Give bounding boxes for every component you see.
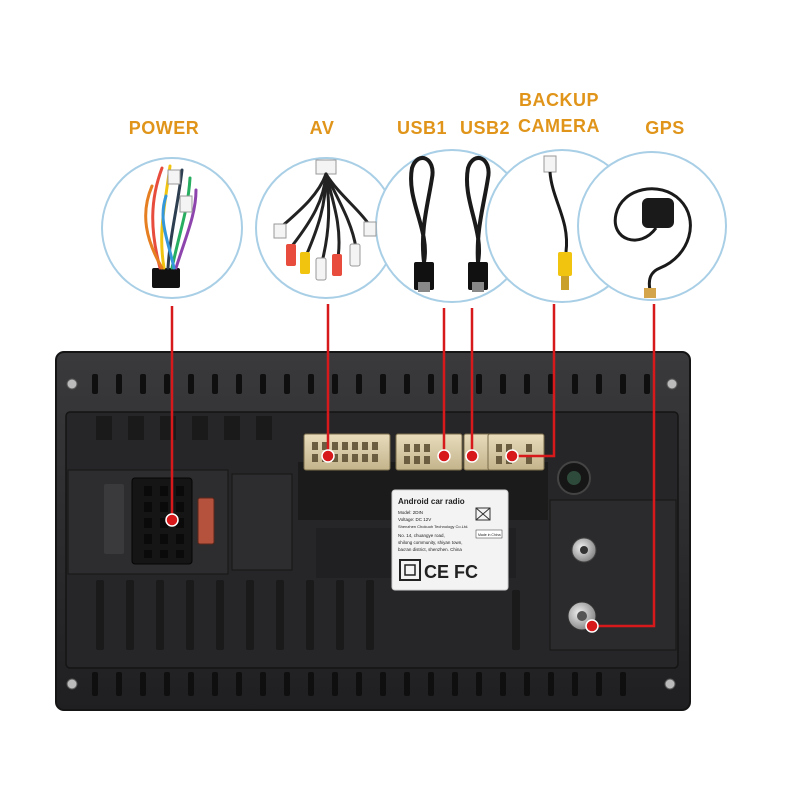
sticker-voltage: Voltage: DC 12V: [398, 517, 431, 522]
sticker-made-in: Made in China: [478, 533, 501, 537]
sticker-address-3: bao'an district, shenzhen. China: [398, 547, 462, 552]
backup-camera-label-line1: BACKUP: [518, 90, 599, 110]
sticker-title: Android car radio: [398, 497, 465, 506]
sticker-maker: Shenzhen Chokuoh Technology Co.Ltd.: [398, 524, 468, 529]
sticker-address-2: shilong community, shiyan town,: [398, 540, 462, 545]
gps-dot: [585, 619, 599, 633]
usb2-label: USB2: [459, 118, 510, 138]
head-unit-back-panel: Android car radio Model: 2DIN Voltage: D…: [55, 351, 691, 711]
av-dot: [321, 449, 335, 463]
power-label: POWER: [128, 118, 200, 138]
sticker-model: Model: 2DIN: [398, 510, 423, 515]
screw-icon: [666, 378, 678, 390]
backup-camera-label-line2: CAMERA: [518, 116, 600, 136]
accessory-bubbles: [101, 149, 727, 303]
backup-camera-cable-icon: [543, 155, 572, 290]
av-connector: [303, 433, 391, 471]
top-vents: [92, 374, 650, 394]
usb2-dot: [465, 449, 479, 463]
screw-icon: [66, 378, 78, 390]
power-dot: [165, 513, 179, 527]
connection-dots: [165, 449, 599, 633]
usb1-label: USB1: [396, 118, 447, 138]
usb1-dot: [437, 449, 451, 463]
gps-label: GPS: [645, 118, 685, 138]
bottom-vents: [92, 672, 626, 696]
product-label-sticker: Android car radio Model: 2DIN Voltage: D…: [391, 489, 509, 591]
screw-icon: [66, 678, 78, 690]
av-harness-icon: [273, 159, 377, 281]
screw-icon: [664, 678, 676, 690]
sticker-address-1: No. 14, chuangye road,: [398, 533, 445, 538]
sticker-cert-marks: CE FC: [424, 562, 478, 582]
gps-antenna-icon: [613, 187, 692, 298]
backup-camera-dot: [505, 449, 519, 463]
power-harness-icon: [144, 164, 198, 288]
power-socket: [104, 477, 215, 565]
usb1-cable-icon: [409, 156, 435, 292]
av-label: AV: [309, 118, 335, 138]
usb2-cable-icon: [465, 156, 491, 292]
connection-lines: [170, 304, 656, 628]
